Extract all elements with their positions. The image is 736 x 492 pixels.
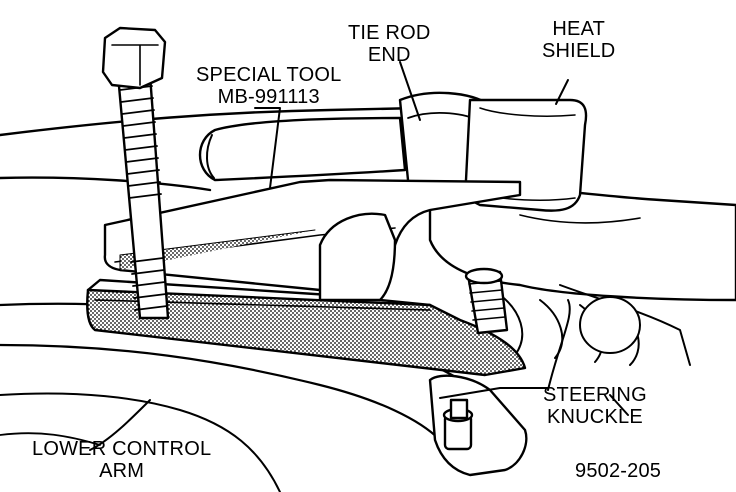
label-tie-rod-end-line2: END [367, 44, 411, 66]
label-lower-control-arm: LOWER CONTROL ARM [32, 438, 211, 482]
label-lower-control-arm-line1: LOWER CONTROL [32, 438, 212, 460]
label-tie-rod-end: TIE ROD END [348, 22, 431, 66]
boot [499, 294, 640, 366]
label-heat-shield: HEAT SHIELD [542, 18, 615, 62]
label-special-tool: SPECIAL TOOL MB-991113 [196, 64, 341, 108]
label-special-tool-line1: SPECIAL TOOL [196, 64, 342, 86]
label-special-tool-line2: MB-991113 [217, 86, 320, 108]
figure-number: 9502-205 [575, 460, 662, 482]
tie-rod-upper-line [0, 106, 422, 137]
label-lower-control-arm-line2: ARM [99, 460, 145, 482]
label-steering-knuckle-line1: STEERING [543, 384, 647, 406]
label-steering-knuckle-line2: KNUCKLE [546, 406, 643, 428]
leader-tie-rod-end [399, 61, 421, 121]
label-heat-shield-line1: HEAT [552, 18, 606, 40]
tie-rod-sleeve [198, 116, 407, 182]
tie-rod-lower-line [0, 176, 212, 192]
leader-steering-knuckle [439, 299, 629, 416]
leader-special-tool [254, 107, 281, 189]
label-steering-knuckle: STEERING KNUCKLE [543, 384, 647, 428]
leader-heat-shield [555, 79, 569, 105]
leader-lower-arm [89, 399, 151, 451]
label-tie-rod-end-line1: TIE ROD [348, 22, 431, 44]
label-heat-shield-line2: SHIELD [542, 40, 616, 62]
tool-lower-jaw [86, 288, 527, 377]
bolt-head [101, 26, 167, 90]
